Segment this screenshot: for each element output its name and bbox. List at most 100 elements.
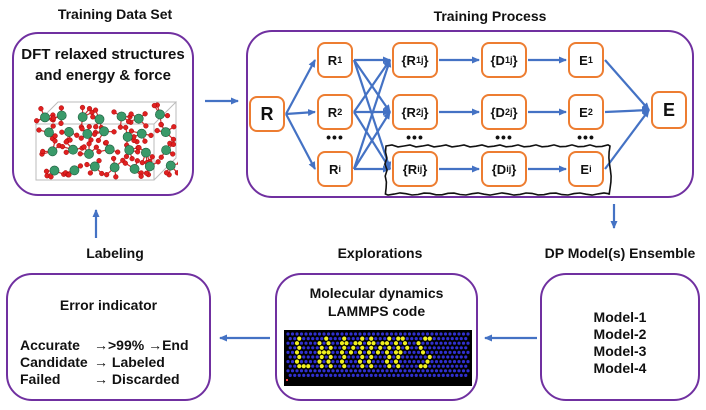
lammps-bg-atom <box>389 341 394 345</box>
lammps-bg-atom <box>428 364 432 368</box>
oxygen-atom <box>149 154 155 160</box>
lammps-letter-atom <box>328 354 333 360</box>
oxygen-atom <box>34 118 40 124</box>
lammps-bg-atom <box>425 341 430 345</box>
lammps-bg-atom <box>392 346 396 350</box>
lammps-bg-atom <box>455 346 459 350</box>
lammps-bg-atom <box>315 373 319 377</box>
metal-atom <box>122 131 133 142</box>
lammps-bg-atom <box>434 332 439 336</box>
lammps-letter-atom <box>369 354 374 360</box>
lammps-letter-atom <box>418 345 423 350</box>
lammps-bg-atom <box>389 360 394 364</box>
lammps-letter-atom <box>369 336 374 341</box>
lammps-letter-atom <box>328 364 333 369</box>
lammps-bg-atom <box>455 355 459 359</box>
lammps-letter-atom <box>317 341 322 346</box>
lammps-bg-atom <box>308 341 313 345</box>
lammps-bg-atom <box>398 332 403 336</box>
lammps-letter-atom <box>398 350 403 355</box>
ellipsis-dset: ••• <box>495 129 513 145</box>
lammps-bg-atom <box>432 337 436 341</box>
lammps-bg-atom <box>311 346 315 350</box>
oxygen-atom <box>158 121 164 128</box>
lammps-letter-atom <box>375 350 381 355</box>
oxygen-atom <box>95 137 102 144</box>
oxygen-atom <box>142 138 148 144</box>
lammps-bg-atom <box>430 332 434 336</box>
oxygen-atom <box>52 138 58 144</box>
oxygen-atom <box>122 160 128 166</box>
lammps-letter-atom <box>297 336 302 341</box>
lammps-bg-atom <box>338 355 342 359</box>
oxygen-atom <box>126 118 132 125</box>
lammps-bg-atom <box>342 373 346 377</box>
oxygen-atom <box>177 161 178 166</box>
lammps-bg-atom <box>459 337 463 341</box>
arrow-r-to-ri <box>285 59 316 115</box>
lammps-bg-atom <box>455 364 459 368</box>
lammps-bg-atom <box>432 364 436 368</box>
lammps-bg-atom <box>304 341 308 345</box>
lammps-letter-atom <box>366 341 372 346</box>
oxygen-atom <box>123 124 129 131</box>
lammps-bg-atom <box>448 350 452 354</box>
lammps-bg-atom <box>392 337 396 341</box>
lammps-bg-atom <box>425 369 430 373</box>
lammps-bg-atom <box>290 332 295 336</box>
lammps-letter-atom <box>378 345 383 350</box>
oxygen-atom <box>87 170 93 176</box>
lammps-letter-atom <box>294 350 300 355</box>
lammps-letter-atom <box>366 350 372 355</box>
metal-atom <box>40 112 50 123</box>
oxygen-atom <box>170 151 176 157</box>
lammps-bg-atom <box>403 360 407 364</box>
lammps-letter-atom <box>339 341 345 346</box>
lammps-bg-atom <box>383 373 387 377</box>
node-output-e: E <box>651 91 687 129</box>
oxygen-atom <box>158 154 164 160</box>
lammps-bg-atom <box>441 346 445 350</box>
training-data-line1: DFT relaxed structures <box>21 46 185 63</box>
lammps-bg-atom <box>407 332 412 336</box>
metal-atom <box>56 110 67 121</box>
lammps-bg-atom <box>299 350 304 354</box>
lammps-bg-atom <box>349 360 353 364</box>
lammps-bg-atom <box>331 369 335 373</box>
lammps-letter-atom <box>425 359 430 364</box>
lammps-bg-atom <box>326 369 331 373</box>
lammps-bg-atom <box>410 346 414 350</box>
lammps-bg-atom <box>455 373 459 377</box>
lammps-bg-atom <box>466 360 470 364</box>
lammps-bg-atom <box>333 364 337 368</box>
lammps-bg-atom <box>452 341 457 345</box>
lammps-letter-atom <box>393 341 399 346</box>
oxygen-atom <box>50 123 56 129</box>
lammps-letter-atom <box>380 341 385 346</box>
lammps-bg-atom <box>383 364 387 368</box>
lammps-bg-atom <box>466 341 470 345</box>
oxygen-atom <box>128 128 135 134</box>
lammps-bg-atom <box>450 355 454 359</box>
lammps-bg-atom <box>464 364 468 368</box>
lammps-letter-atom <box>342 336 347 341</box>
oxygen-atom <box>151 103 157 109</box>
lammps-letter-atom <box>294 341 300 346</box>
lammps-bg-atom <box>403 369 407 373</box>
oxygen-atom <box>143 170 150 176</box>
lammps-bg-atom <box>394 332 398 336</box>
lammps-bg-atom <box>466 332 470 336</box>
metal-atom <box>144 161 155 172</box>
oxygen-atom <box>142 111 148 117</box>
metal-atom <box>124 145 135 155</box>
lammps-bg-atom <box>405 337 409 341</box>
metal-atom <box>136 128 147 139</box>
lammps-bg-atom <box>439 360 443 364</box>
lammps-letter-atom <box>326 341 331 346</box>
lammps-letter-atom <box>387 364 392 369</box>
lammps-bg-atom <box>405 355 409 359</box>
lammps-letter-atom <box>317 350 322 355</box>
